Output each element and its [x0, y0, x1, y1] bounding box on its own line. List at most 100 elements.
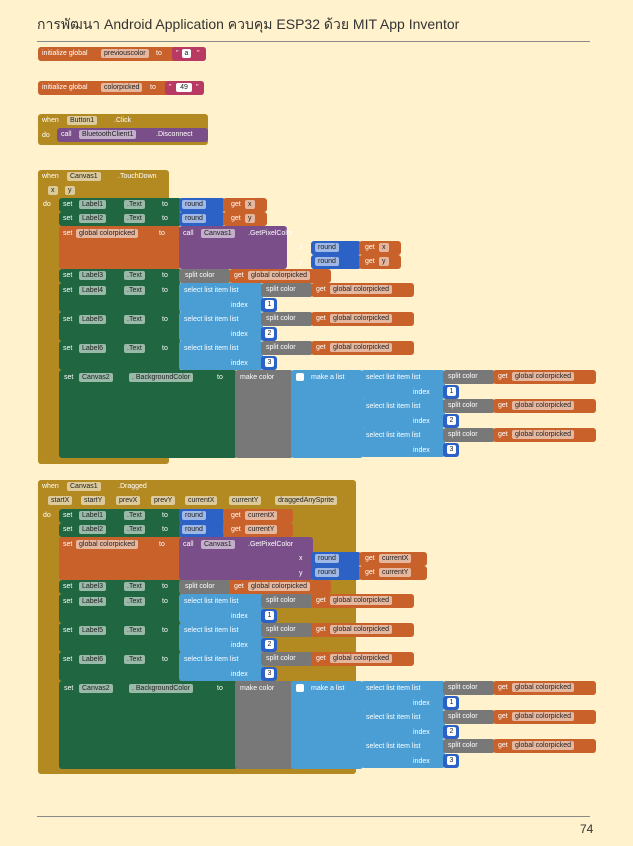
number-value[interactable]: 1: [265, 611, 274, 620]
get-global-colorpicked-block[interactable]: get global colorpicked: [311, 594, 414, 608]
make-a-list-block[interactable]: make a list: [291, 681, 363, 769]
variable-dropdown[interactable]: currentX: [379, 554, 412, 563]
math-op-dropdown[interactable]: round: [315, 568, 339, 577]
get-global-colorpicked-block[interactable]: get global colorpicked: [311, 652, 414, 666]
select-list-item-block[interactable]: select list item list index: [361, 370, 445, 399]
variable-dropdown[interactable]: global colorpicked: [330, 625, 393, 634]
property-dropdown[interactable]: .Text: [124, 200, 145, 209]
number-block[interactable]: 2: [443, 725, 459, 739]
select-list-item-block[interactable]: select list item list index: [361, 739, 445, 768]
variable-dropdown[interactable]: global colorpicked: [248, 582, 311, 591]
select-list-item-block[interactable]: select list item list index: [361, 681, 445, 710]
number-block[interactable]: 2: [261, 327, 277, 341]
set-label4-text-block[interactable]: set Label4 .Text to: [59, 283, 182, 312]
component-dropdown[interactable]: Label3: [79, 271, 107, 280]
set-label3-text-block[interactable]: set Label3 .Text to: [59, 269, 182, 283]
round-block[interactable]: round: [311, 566, 361, 580]
math-op-dropdown[interactable]: round: [182, 525, 206, 534]
get-currenty-block[interactable]: get currentY: [359, 566, 427, 580]
property-dropdown[interactable]: . BackgroundColor: [129, 684, 193, 693]
split-color-block[interactable]: split color: [261, 341, 313, 355]
component-dropdown[interactable]: Button1: [67, 116, 98, 125]
set-label6-text-block[interactable]: set Label6 .Text to: [59, 652, 182, 681]
number-value[interactable]: 2: [265, 329, 274, 338]
gear-icon[interactable]: [296, 373, 304, 381]
text-literal-block[interactable]: " a ": [172, 47, 206, 61]
get-x-block[interactable]: get x: [223, 198, 267, 212]
number-block[interactable]: 1: [443, 696, 459, 710]
set-label3-text-block[interactable]: set Label3 .Text to: [59, 580, 182, 594]
event-param[interactable]: currentX: [185, 496, 218, 505]
property-dropdown[interactable]: .Text: [124, 271, 145, 280]
variable-dropdown[interactable]: global colorpicked: [512, 430, 575, 439]
component-dropdown[interactable]: Label1: [79, 511, 107, 520]
get-global-colorpicked-block[interactable]: get global colorpicked: [493, 428, 596, 442]
gear-icon[interactable]: [296, 684, 304, 692]
math-op-dropdown[interactable]: round: [315, 243, 339, 252]
math-op-dropdown[interactable]: round: [315, 257, 339, 266]
get-currentx-block[interactable]: get currentX: [223, 509, 293, 523]
property-dropdown[interactable]: .Text: [124, 214, 145, 223]
select-list-item-block[interactable]: select list item list index: [179, 594, 263, 623]
set-label6-text-block[interactable]: set Label6 .Text to: [59, 341, 182, 370]
math-op-dropdown[interactable]: round: [182, 200, 206, 209]
number-value[interactable]: 2: [447, 727, 456, 736]
property-dropdown[interactable]: . BackgroundColor: [129, 373, 193, 382]
get-global-colorpicked-block[interactable]: get global colorpicked: [229, 269, 331, 283]
event-button1-click-block[interactable]: when Button1 .Click do call BluetoothCli…: [38, 114, 208, 145]
split-color-block[interactable]: split color: [443, 739, 495, 753]
variable-dropdown[interactable]: global colorpicked: [330, 314, 393, 323]
make-a-list-block[interactable]: make a list: [291, 370, 363, 458]
split-color-block[interactable]: split color: [443, 681, 495, 695]
round-block[interactable]: round: [311, 255, 361, 269]
number-block[interactable]: 3: [443, 754, 459, 768]
variable-dropdown[interactable]: global colorpicked: [512, 372, 575, 381]
set-global-colorpicked-block[interactable]: set global colorpicked to: [59, 537, 181, 580]
variable-dropdown[interactable]: global colorpicked: [330, 343, 393, 352]
variable-dropdown[interactable]: currentY: [379, 568, 412, 577]
event-param[interactable]: startX: [48, 496, 73, 505]
split-color-block[interactable]: split color: [443, 428, 495, 442]
number-block[interactable]: 3: [261, 356, 277, 370]
split-color-block[interactable]: split color: [443, 399, 495, 413]
variable-dropdown[interactable]: currentX: [245, 511, 278, 520]
property-dropdown[interactable]: .Text: [124, 597, 145, 606]
select-list-item-block[interactable]: select list item list index: [179, 623, 263, 652]
variable-dropdown[interactable]: y: [379, 257, 389, 266]
set-canvas2-backgroundcolor-block[interactable]: set Canvas2 . BackgroundColor to: [59, 370, 237, 458]
split-color-block[interactable]: split color: [179, 269, 231, 283]
round-block[interactable]: round: [311, 241, 361, 255]
property-dropdown[interactable]: .Text: [124, 344, 145, 353]
set-label5-text-block[interactable]: set Label5 .Text to: [59, 623, 182, 652]
get-x-block[interactable]: get x: [359, 241, 401, 255]
split-color-block[interactable]: split color: [261, 283, 313, 297]
component-dropdown[interactable]: Label3: [79, 582, 107, 591]
split-color-block[interactable]: split color: [261, 652, 313, 666]
text-literal-block[interactable]: " 49 ": [165, 81, 204, 95]
variable-dropdown[interactable]: global colorpicked: [248, 271, 311, 280]
number-block[interactable]: 1: [261, 609, 277, 623]
get-y-block[interactable]: get y: [359, 255, 401, 269]
round-block[interactable]: round: [179, 509, 225, 523]
property-dropdown[interactable]: .Text: [124, 315, 145, 324]
get-global-colorpicked-block[interactable]: get global colorpicked: [229, 580, 331, 594]
split-color-block[interactable]: split color: [261, 594, 313, 608]
make-color-block[interactable]: make color: [235, 370, 293, 458]
get-y-block[interactable]: get y: [223, 212, 267, 226]
select-list-item-block[interactable]: select list item list index: [179, 312, 263, 341]
get-global-colorpicked-block[interactable]: get global colorpicked: [311, 283, 414, 297]
variable-dropdown[interactable]: currentY: [245, 525, 278, 534]
variable-dropdown[interactable]: global colorpicked: [330, 285, 393, 294]
set-label5-text-block[interactable]: set Label5 .Text to: [59, 312, 182, 341]
property-dropdown[interactable]: .Text: [124, 511, 145, 520]
get-global-colorpicked-block[interactable]: get global colorpicked: [493, 399, 596, 413]
event-param[interactable]: y: [65, 186, 75, 195]
select-list-item-block[interactable]: select list item list index: [361, 428, 445, 457]
split-color-block[interactable]: split color: [443, 370, 495, 384]
set-label1-text-block[interactable]: set Label1 .Text to: [59, 509, 182, 523]
number-value[interactable]: 3: [265, 669, 274, 678]
get-global-colorpicked-block[interactable]: get global colorpicked: [311, 623, 414, 637]
math-op-dropdown[interactable]: round: [182, 511, 206, 520]
component-dropdown[interactable]: Canvas1: [67, 482, 101, 491]
property-dropdown[interactable]: .Text: [124, 525, 145, 534]
